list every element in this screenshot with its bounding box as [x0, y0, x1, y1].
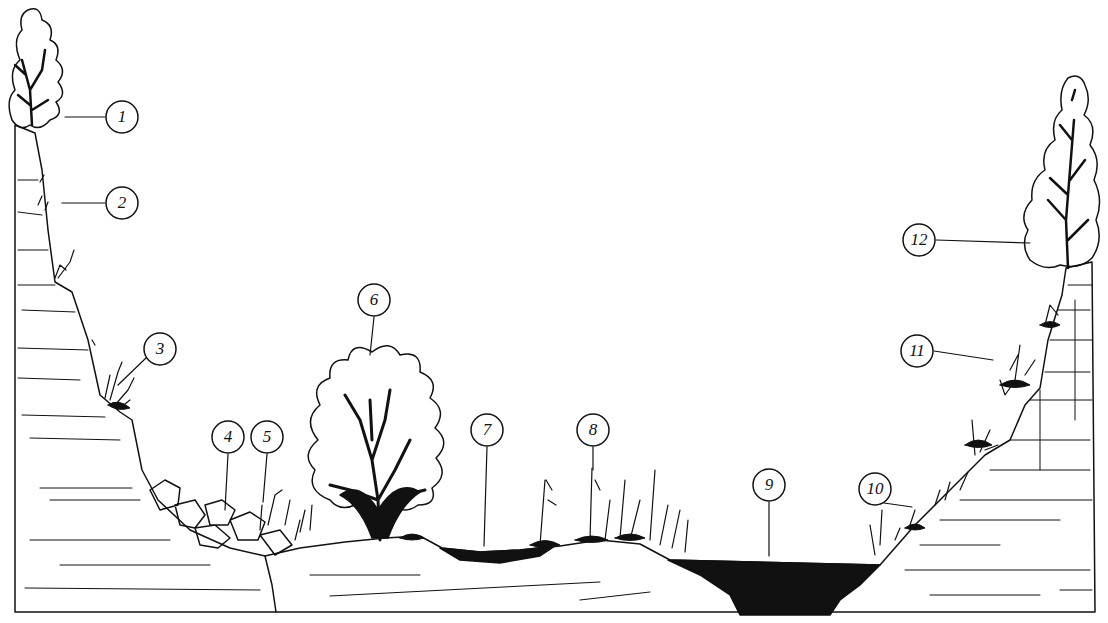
callout-circle: 1 — [105, 100, 139, 134]
tree-branches — [15, 50, 48, 125]
callout-circle: 5 — [250, 420, 284, 454]
callout-number: 7 — [470, 413, 504, 447]
boulders — [150, 480, 292, 555]
leader-line — [62, 117, 1030, 556]
shrub-base — [340, 488, 420, 538]
fault-line — [265, 556, 276, 612]
herb-plants — [38, 175, 1058, 555]
callout-number: 9 — [752, 468, 786, 502]
callout-circle: 10 — [858, 472, 892, 506]
tree-crown — [1024, 76, 1100, 267]
callout-number: 4 — [211, 420, 245, 454]
callout-number: 3 — [143, 332, 177, 366]
callout-circle: 8 — [576, 413, 610, 447]
callout-circle: 7 — [470, 413, 504, 447]
tree-crown — [9, 9, 62, 128]
rock-strata-right — [905, 285, 1092, 595]
callout-circle: 4 — [211, 420, 245, 454]
callout-number: 12 — [902, 223, 936, 257]
pond-large — [668, 560, 880, 615]
herb-rosettes — [108, 322, 1060, 548]
callout-number: 5 — [250, 420, 284, 454]
callout-circle: 9 — [752, 468, 786, 502]
callout-circle: 6 — [357, 283, 391, 317]
terrain-outline — [15, 125, 1095, 612]
callout-number: 2 — [105, 186, 139, 220]
tree-branches — [1048, 90, 1088, 268]
callout-number: 1 — [105, 100, 139, 134]
callout-circle: 11 — [900, 334, 934, 368]
shrub-branches — [330, 390, 425, 540]
callout-circle: 3 — [143, 332, 177, 366]
callout-number: 11 — [900, 334, 934, 368]
callout-circle: 12 — [902, 223, 936, 257]
callout-number: 6 — [357, 283, 391, 317]
callout-number: 8 — [576, 413, 610, 447]
callout-number: 10 — [858, 472, 892, 506]
callout-circle: 2 — [105, 186, 139, 220]
pond-small — [440, 546, 555, 563]
